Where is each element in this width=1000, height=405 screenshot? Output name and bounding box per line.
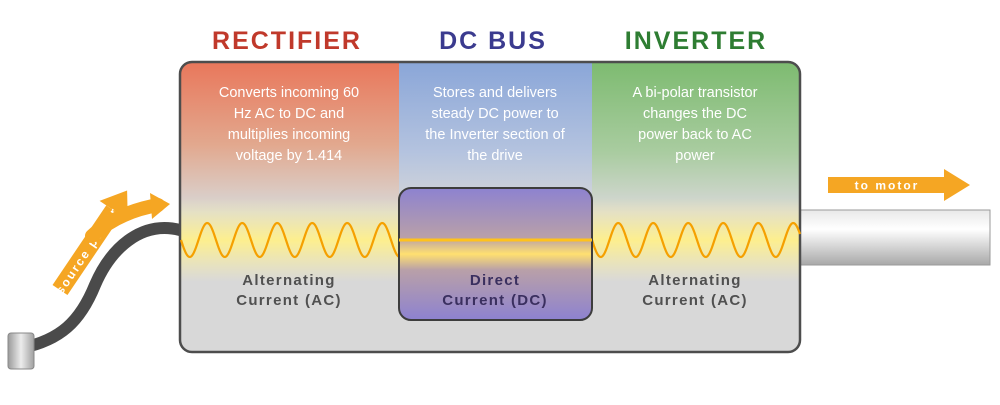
dc-bus-box: [398, 187, 593, 321]
inverter-zone: [592, 62, 800, 212]
to-motor-arrow-head: [944, 169, 970, 201]
rectifier-desc-line-1: Converts incoming 60: [219, 85, 359, 101]
inverter-desc-line-3: power back to AC: [638, 127, 752, 143]
ac-input-label-line-2: Current (AC): [236, 292, 342, 309]
dc-label-line-1: Direct: [470, 272, 520, 289]
inverter-heading: INVERTER: [625, 27, 767, 55]
to-motor-arrow-shaft: [828, 177, 946, 193]
drive-box: [178, 60, 802, 354]
inverter-desc-line-4: power: [675, 148, 715, 164]
power-plug: [7, 332, 35, 370]
rectifier-desc-line-3: multiplies incoming: [228, 127, 351, 143]
source-cable: [16, 222, 186, 354]
ac-output-label-line-2: Current (AC): [642, 292, 748, 309]
to-motor-label: to motor: [855, 179, 920, 193]
dc-bus-desc-line-4: the drive: [467, 148, 523, 164]
dc-bus-desc-line-3: the Inverter section of: [425, 127, 565, 143]
dc-label-line-2: Current (DC): [442, 292, 548, 309]
source-power-arrow-curve: [85, 198, 165, 243]
ac-input-wave: [179, 221, 400, 259]
source-power-arrow-tip: [150, 193, 170, 219]
ac-output-wave: [590, 221, 802, 259]
rectifier-zone: [180, 62, 399, 212]
to-motor-arrow: to motor: [828, 169, 970, 201]
dc-bus-desc-line-2: steady DC power to: [431, 106, 558, 122]
rectifier-desc-line-2: Hz AC to DC and: [234, 106, 344, 122]
dc-bus-desc-line-1: Stores and delivers: [433, 85, 557, 101]
inverter-desc-line-1: A bi-polar transistor: [633, 85, 758, 101]
ac-output-label-line-1: Alternating: [648, 272, 741, 289]
motor-output-pipe: [799, 209, 991, 266]
rectifier-desc-line-4: voltage by 1.414: [236, 148, 342, 164]
inverter-desc-line-2: changes the DC: [643, 106, 747, 122]
ac-input-label-line-1: Alternating: [242, 272, 335, 289]
dc-bus-heading: DC BUS: [439, 27, 547, 55]
rectifier-heading: RECTIFIER: [212, 27, 362, 55]
